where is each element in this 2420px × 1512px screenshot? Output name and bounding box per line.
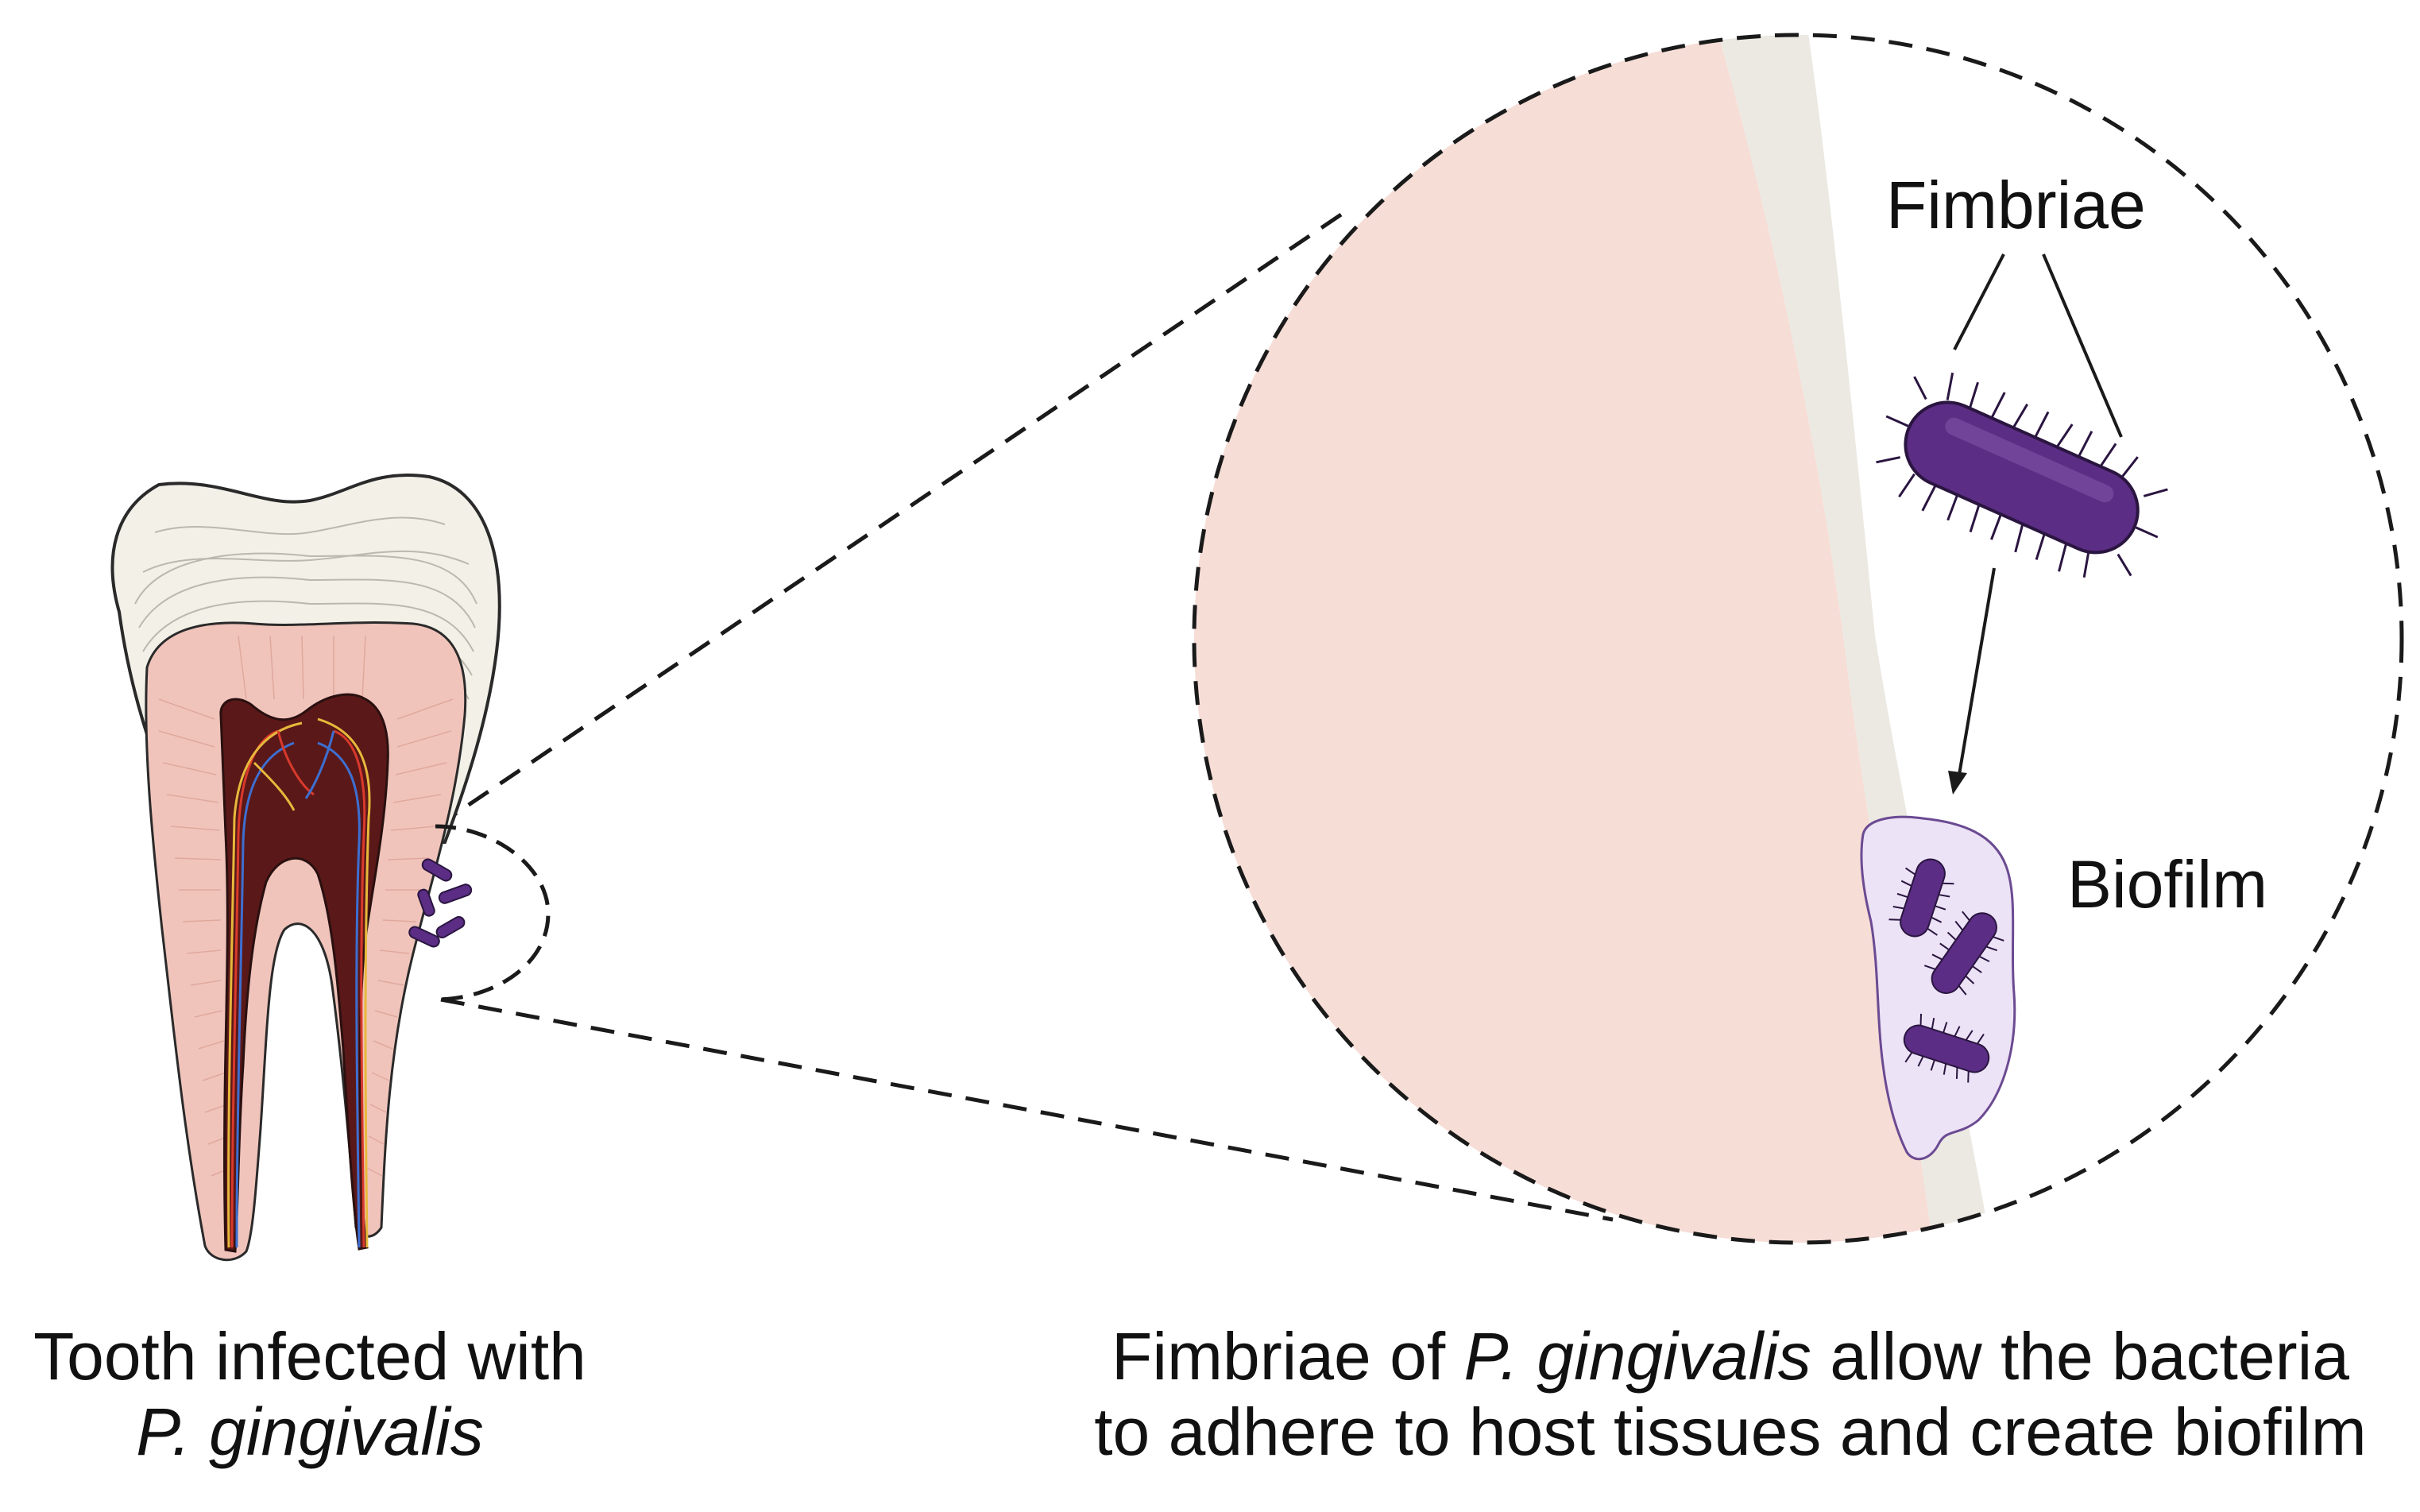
caption-left: Tooth infected with P. gingivalis bbox=[0, 1319, 620, 1470]
biofilm-icon bbox=[1860, 815, 2016, 1161]
caption-left-line1: Tooth infected with bbox=[33, 1319, 586, 1394]
caption-right: Fimbriae of P. gingivalis allow the bact… bbox=[1041, 1319, 2420, 1470]
tooth-pulp bbox=[219, 693, 389, 1253]
bacterium-icon bbox=[1876, 372, 2168, 578]
fimbriae-pointer-right bbox=[2042, 253, 2123, 438]
caption-left-species: P. gingivalis bbox=[136, 1394, 484, 1469]
bacteria-cluster-small bbox=[408, 858, 473, 948]
zoomed-view bbox=[1192, 33, 2404, 1245]
zoom-circle-outline bbox=[1192, 33, 2404, 1245]
caption-right-species: P. gingivalis bbox=[1463, 1319, 1811, 1394]
zoom-line-bottom bbox=[440, 997, 1614, 1222]
fimbriae-label: Fimbriae bbox=[1886, 168, 2146, 242]
biofilm-label: Biofilm bbox=[2067, 847, 2268, 922]
caption-right-line1: Fimbriae of P. gingivalis allow the bact… bbox=[1041, 1319, 2420, 1394]
caption-right-line2: to adhere to host tissues and create bio… bbox=[1094, 1394, 2367, 1469]
caption-right-post: allow the bacteria bbox=[1811, 1319, 2349, 1394]
fimbriae-pointer-left bbox=[1953, 253, 2005, 350]
arrow-head bbox=[1948, 771, 1967, 795]
zoom-line-top bbox=[435, 212, 1343, 829]
tooth-icon bbox=[110, 474, 551, 1262]
caption-right-pre: Fimbriae of bbox=[1111, 1319, 1464, 1394]
arrow-to-biofilm bbox=[1958, 567, 1996, 775]
infection-zoom-outline bbox=[435, 824, 551, 1002]
